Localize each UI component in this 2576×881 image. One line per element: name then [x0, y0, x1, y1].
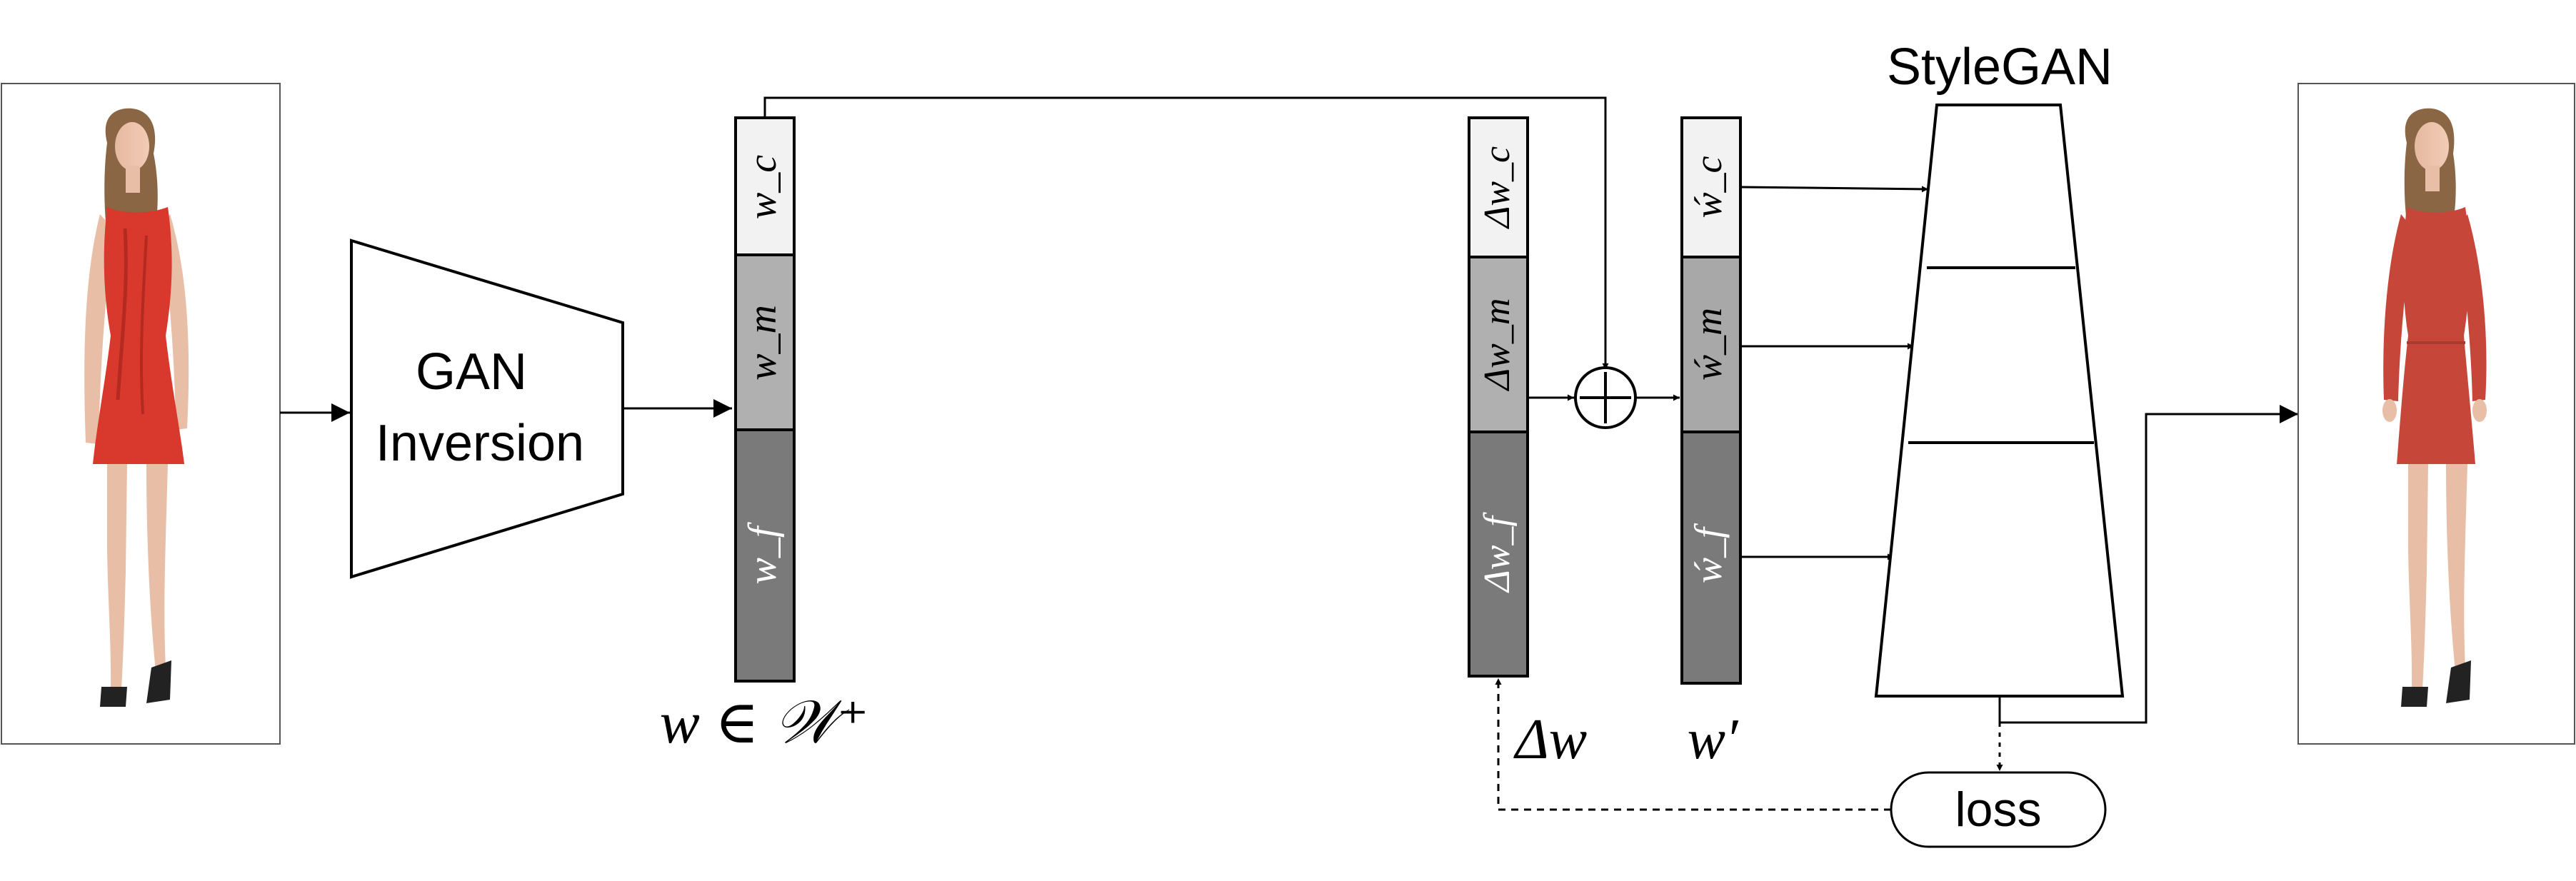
- w-m-label: w_m: [741, 305, 785, 381]
- w-caption: w ∈ 𝒲⁺: [660, 690, 869, 756]
- arrow-wc-to-stylegan: [1740, 186, 1929, 193]
- stylegan-generator: StyleGAN: [1874, 39, 2125, 698]
- encoder-label-line2: Inversion: [376, 415, 584, 472]
- output-figure: [2382, 108, 2487, 707]
- w-prime-c-label: ẃ_c: [1687, 156, 1730, 218]
- w-prime-caption: w′: [1688, 708, 1739, 771]
- w-prime-f-label: ẃ_f: [1687, 523, 1730, 583]
- output-image: [2297, 83, 2575, 745]
- add-operator-icon: [1574, 366, 1637, 429]
- delta-w-m-label: Δw_m: [1477, 298, 1518, 392]
- arrow-loss-to-delta-w: [1495, 678, 1891, 811]
- encoder-label-line1: GAN: [416, 343, 527, 401]
- w-f-label: w_f: [741, 521, 785, 584]
- delta-w-vector: Δw_c Δw_m Δw_f Δw: [1468, 116, 1587, 771]
- input-image: [1, 83, 281, 745]
- gan-inversion-block: GAN Inversion: [350, 238, 624, 579]
- latent-w-vector: w_c w_m w_f w ∈ 𝒲⁺: [660, 116, 869, 756]
- loss-node: loss: [1890, 771, 2107, 848]
- loss-label: loss: [1955, 782, 2042, 837]
- input-figure: [84, 108, 189, 707]
- delta-w-c-label: Δw_c: [1477, 146, 1518, 229]
- arrow-generator-to-output: [1998, 405, 2298, 724]
- w-prime-vector: ẃ_c ẃ_m ẃ_f w′: [1680, 116, 1742, 771]
- w-prime-m-label: ẃ_m: [1687, 308, 1730, 381]
- delta-w-caption: Δw: [1513, 708, 1587, 771]
- stylegan-title: StyleGAN: [1887, 39, 2113, 96]
- delta-w-f-label: Δw_f: [1477, 512, 1518, 593]
- skip-connection-w-to-add: [763, 96, 1609, 370]
- w-c-label: w_c: [741, 155, 785, 219]
